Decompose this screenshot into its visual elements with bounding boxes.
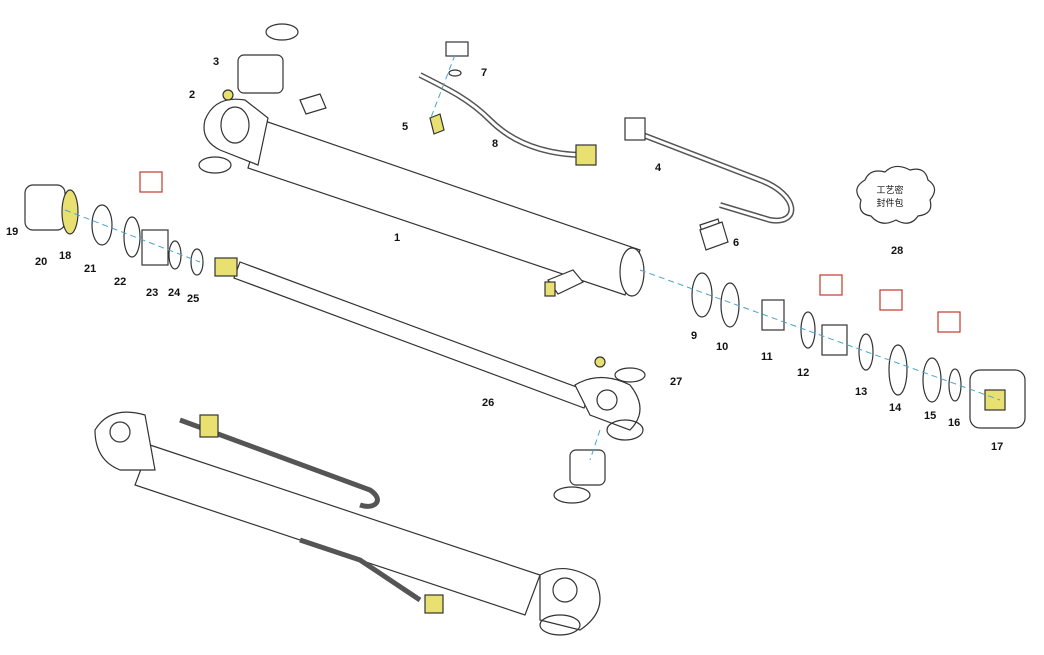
seal-kit-label: 工艺密 封件包	[866, 184, 914, 210]
callout-25: 25	[187, 293, 200, 305]
head-seal-parts	[24, 171, 204, 276]
callout-5: 5	[402, 121, 409, 133]
callout-28: 28	[891, 245, 904, 257]
callout-16: 16	[948, 417, 961, 429]
callout-3: 3	[213, 56, 220, 68]
callout-7: 7	[481, 67, 488, 79]
callout-22: 22	[114, 276, 127, 288]
seal-kit-line1: 工艺密	[876, 185, 904, 195]
callout-23: 23	[146, 287, 159, 299]
callout-1: 1	[394, 232, 401, 244]
callout-8: 8	[492, 138, 499, 150]
callout-6: 6	[733, 237, 740, 249]
callout-21: 21	[84, 263, 97, 275]
callout-24: 24	[168, 287, 181, 299]
callout-27: 27	[670, 376, 683, 388]
assembled-cylinder	[94, 411, 606, 636]
pipe-4	[628, 127, 795, 224]
callout-11: 11	[761, 351, 773, 363]
seal-kit-cloud	[856, 165, 936, 224]
callout-26: 26	[482, 397, 495, 409]
callout-10: 10	[716, 341, 729, 353]
callout-2: 2	[189, 89, 196, 101]
callout-4: 4	[655, 162, 662, 174]
callout-15: 15	[924, 410, 937, 422]
callout-12: 12	[797, 367, 810, 379]
callout-18: 18	[59, 250, 72, 262]
callout-14: 14	[889, 402, 902, 414]
callout-17: 17	[991, 441, 1004, 453]
callout-19: 19	[6, 226, 19, 238]
callout-9: 9	[691, 330, 698, 342]
cylinder-barrel	[198, 93, 645, 297]
assembly-axes	[64, 54, 1001, 461]
head-cap	[222, 23, 299, 101]
callout-20: 20	[35, 256, 48, 268]
seal-kit-line2: 封件包	[876, 198, 904, 208]
piston-rod	[214, 257, 646, 441]
callout-13: 13	[855, 386, 868, 398]
